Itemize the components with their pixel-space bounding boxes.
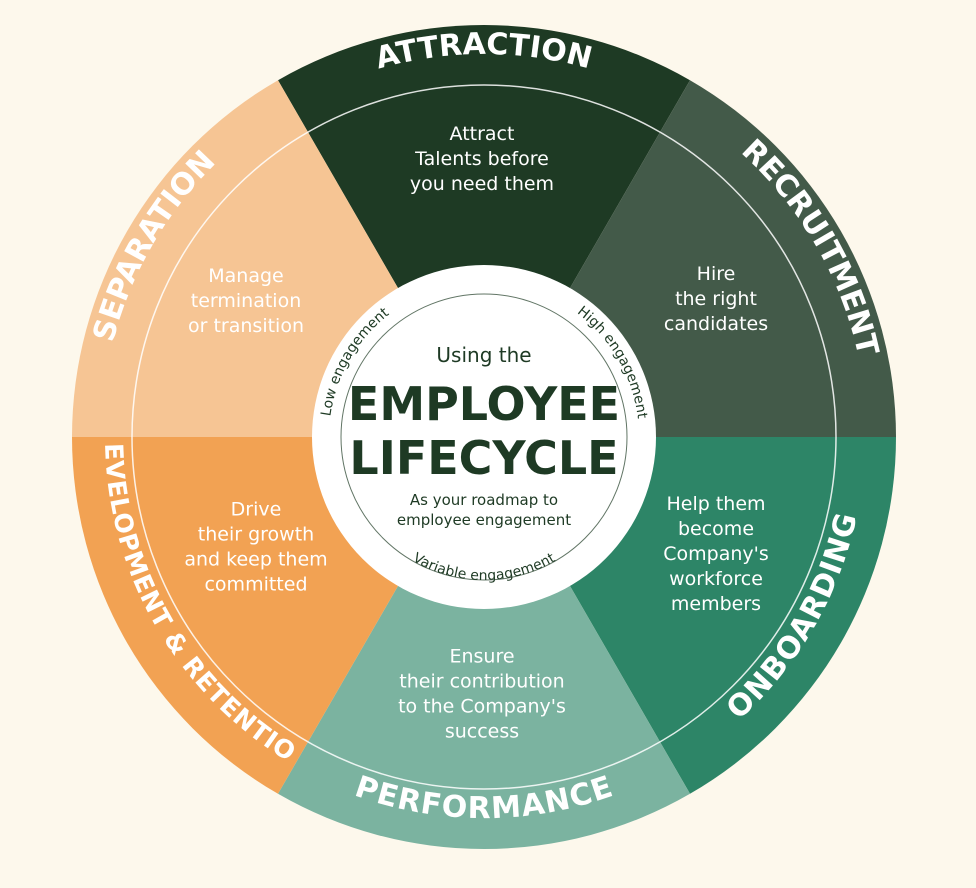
stage-description-line: to the Company's bbox=[398, 696, 566, 718]
inner-divider-ring bbox=[131, 84, 837, 790]
stage-description-line: workforce bbox=[669, 568, 763, 590]
stage-description-line: their growth bbox=[198, 524, 314, 546]
sector-performance bbox=[278, 437, 690, 849]
stage-description-line: Drive bbox=[231, 499, 282, 521]
stage-description-line: Manage bbox=[208, 265, 283, 287]
center-subtitle-line1: As your roadmap to bbox=[410, 491, 558, 509]
center-title-line2: LIFECYCLE bbox=[349, 431, 618, 485]
engagement-ring bbox=[340, 293, 628, 581]
stage-description-line: Company's bbox=[663, 543, 769, 565]
stage-description-line: Talents before bbox=[414, 148, 549, 170]
stage-description-development-retention: Drive their growth and keep them committed bbox=[184, 499, 327, 596]
stage-description-recruitment: Hire the right candidates bbox=[664, 263, 768, 335]
stage-description-line: Ensure bbox=[449, 646, 514, 668]
stage-description-line: candidates bbox=[664, 313, 768, 335]
center-circle bbox=[312, 265, 656, 609]
stage-description-line: Hire bbox=[697, 263, 736, 285]
center-title-line1: EMPLOYEE bbox=[348, 377, 620, 431]
stage-description-line: become bbox=[678, 518, 754, 540]
stage-description-line: members bbox=[671, 593, 761, 615]
stage-description-line: termination bbox=[191, 290, 301, 312]
stage-description-separation: Manage termination or transition bbox=[188, 265, 304, 337]
center-lead-text: Using the bbox=[436, 343, 531, 367]
sector-attraction bbox=[278, 24, 690, 438]
stage-description-line: Help them bbox=[666, 493, 765, 515]
stage-description-line: you need them bbox=[410, 173, 554, 195]
stage-description-line: their contribution bbox=[399, 671, 564, 693]
center-subtitle-line2: employee engagement bbox=[397, 511, 571, 529]
stage-description-line: committed bbox=[204, 574, 307, 596]
stage-description-line: the right bbox=[675, 288, 757, 310]
stage-description-line: and keep them bbox=[184, 549, 327, 571]
stage-description-line: success bbox=[445, 721, 519, 743]
stage-description-performance: Ensure their contribution to the Company's… bbox=[398, 646, 566, 743]
center-hub: Low engagement High engagement Variable … bbox=[312, 265, 656, 609]
stage-description-line: Attract bbox=[450, 123, 515, 145]
stage-description-line: or transition bbox=[188, 315, 304, 337]
